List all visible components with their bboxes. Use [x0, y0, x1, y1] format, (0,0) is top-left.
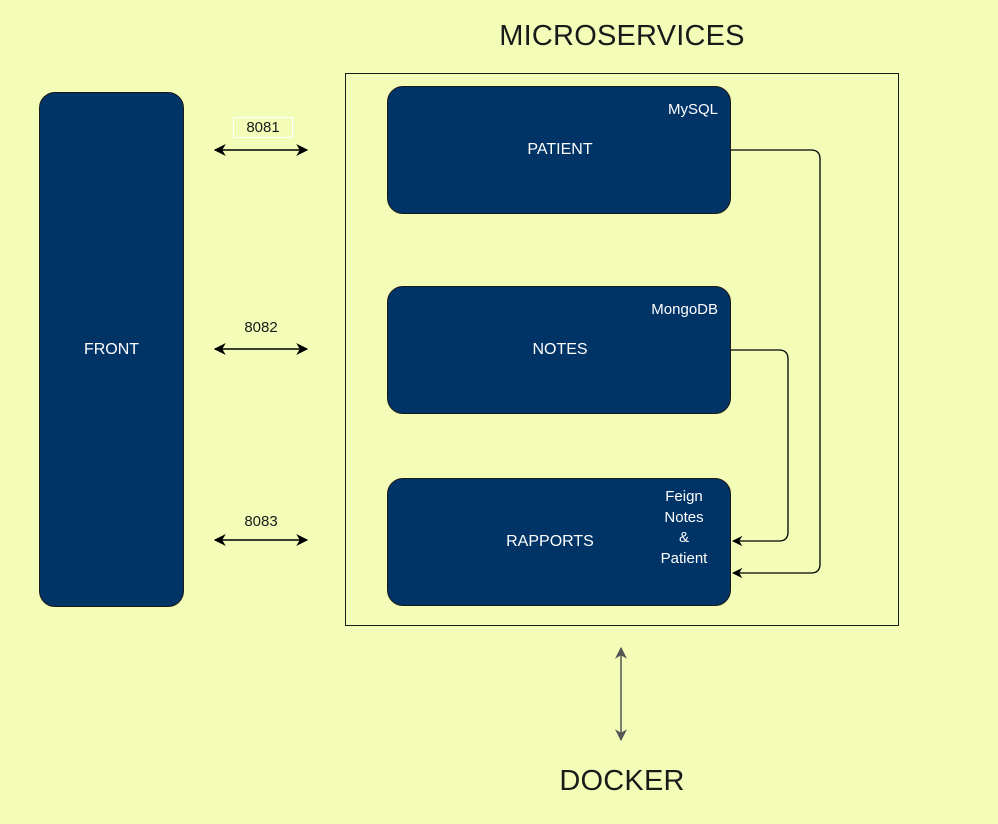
feign-line: Notes — [664, 508, 704, 526]
patient-service-label: PATIENT — [527, 141, 593, 158]
docker-title: DOCKER — [559, 765, 685, 797]
feign-line: Feign — [665, 488, 703, 505]
patient-service-node[interactable]: PATIENT MySQL — [387, 86, 731, 214]
mongodb-db-label: MongoDB — [651, 301, 718, 318]
rapports-service-node[interactable]: RAPPORTS Feign Notes & Patient — [387, 478, 731, 606]
front-label: FRONT — [83, 340, 140, 358]
rapports-service-label: RAPPORTS — [506, 533, 594, 550]
front-node[interactable]: FRONT — [39, 92, 184, 607]
port-label-8082: 8082 — [244, 319, 278, 336]
mysql-db-label: MySQL — [667, 101, 718, 118]
port-label-8083: 8083 — [244, 513, 278, 530]
feign-line: & — [678, 529, 689, 546]
microservices-title: MICROSERVICES — [499, 20, 745, 52]
microservices-container — [345, 73, 899, 626]
port-label-8081: 8081 — [233, 117, 293, 138]
feign-line: Patient — [660, 549, 708, 567]
notes-service-node[interactable]: NOTES MongoDB — [387, 286, 731, 414]
feign-clients-label: Feign Notes & Patient — [654, 487, 714, 569]
notes-service-label: NOTES — [532, 341, 588, 358]
